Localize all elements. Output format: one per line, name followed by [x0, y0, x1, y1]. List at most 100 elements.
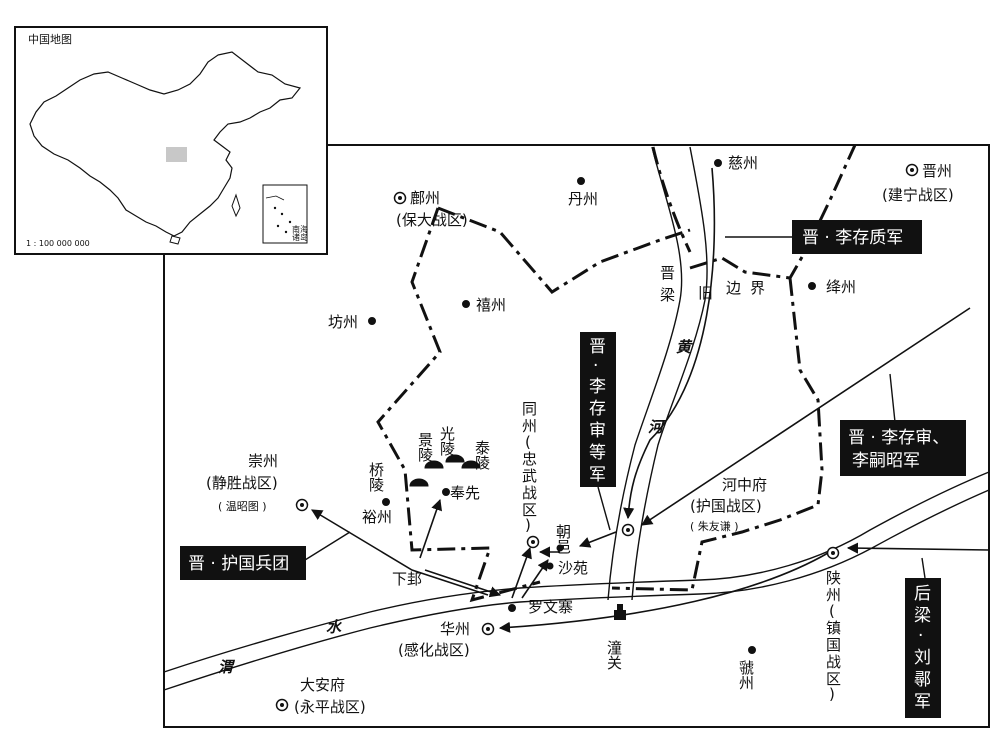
label-tongguan: 潼关 [605, 639, 623, 670]
svg-text:等: 等 [589, 443, 606, 463]
label-chongzhou: 崇州 [248, 452, 278, 470]
chongzhou-seat [295, 498, 309, 512]
tongzhou-seat [526, 535, 540, 549]
yuzhou-dot [382, 498, 390, 506]
box-liang-liuxun: 后 梁 · 刘 鄩 军 [905, 578, 941, 718]
jiangzhou-dot [808, 282, 816, 290]
svg-text:军: 军 [914, 692, 931, 712]
main-map-frame [163, 144, 990, 728]
label-huazhou: 华州 [440, 620, 470, 638]
svg-text:晋 · 李存审、: 晋 · 李存审、 [848, 428, 949, 448]
jingling-mound-icon [424, 460, 444, 469]
fengxian-dot [442, 488, 450, 496]
label-yellow-river-2: 河 [648, 418, 666, 436]
wei-river [163, 471, 990, 691]
label-shanzhou: 陕 州 ( 镇 国 战 区 ) [826, 569, 841, 703]
fangzhou-dot [368, 317, 376, 325]
markers [275, 159, 919, 712]
svg-text:同: 同 [522, 400, 537, 418]
tailing-mound-icon [461, 460, 481, 469]
svg-text:·: · [593, 356, 598, 376]
svg-text:区: 区 [522, 501, 537, 519]
cizhou-dot [714, 159, 722, 167]
label-border-1: 晋 [660, 264, 675, 282]
label-border-5: 界 [750, 279, 765, 297]
army-labels: 晋 · 李存质军 晋 · 李 存 审 等 军 晋 · 李存审、 李嗣昭军 晋 ·… [180, 220, 966, 718]
label-wei-river-2: 水 [326, 618, 342, 636]
svg-text:战: 战 [522, 484, 537, 502]
boundaries [376, 144, 857, 603]
chaoyi-dot [556, 544, 564, 552]
label-tailing: 泰陵 [473, 440, 491, 470]
feature-labels: 黄 河 渭 水 晋 梁 旧 边 界 [218, 264, 765, 676]
svg-text:镇: 镇 [826, 619, 841, 637]
label-danzhou: 丹州 [568, 190, 598, 208]
box-jin-huguo: 晋 · 护国兵团 [180, 546, 306, 580]
taiwan-outline [231, 193, 241, 218]
svg-text:晋 · 护国兵团: 晋 · 护国兵团 [188, 554, 289, 574]
svg-text:李嗣昭军: 李嗣昭军 [852, 451, 920, 471]
jinzhou-seat [905, 163, 919, 177]
label-qiaoling: 桥陵 [367, 462, 385, 492]
svg-text:): ) [525, 516, 531, 534]
south-sea-inset: 南海 诸岛 [262, 184, 308, 244]
label-yellow-river-1: 黄 [676, 338, 693, 356]
fuzhou-seat [393, 191, 407, 205]
guozhou-dot [748, 646, 756, 654]
arrow-xiagui-east [424, 569, 502, 598]
label-fengxian: 奉先 [450, 484, 480, 502]
label-daanfu-sub: (永平战区) [294, 698, 366, 716]
svg-text:战: 战 [826, 653, 841, 671]
label-wei-river-1: 渭 [218, 658, 236, 676]
arrow-sizhao-hezhong [641, 307, 971, 526]
arrow-shanzhou-huazhou [498, 552, 829, 633]
label-border-2: 梁 [660, 286, 675, 304]
svg-text:(: ( [525, 433, 531, 451]
label-jiangzhou: 绛州 [826, 278, 856, 296]
inset-title: 中国地图 [28, 33, 72, 46]
china-outline [29, 51, 302, 237]
arrow-hezhong-chaoyi [578, 531, 617, 548]
label-shayuan: 沙苑 [558, 559, 588, 577]
label-chongzhou-sub2: ( 温昭图 ) [218, 500, 267, 513]
svg-text:晋 · 李存质军: 晋 · 李存质军 [802, 228, 903, 248]
label-jinzhou-sub: (建宁战区) [882, 186, 954, 204]
label-hezhongfu: 河中府 [722, 476, 767, 494]
svg-text:陕: 陕 [826, 569, 841, 587]
arrow-luowen-shayuan [521, 559, 549, 599]
svg-text:(: ( [829, 602, 835, 620]
label-jinzhou: 晋州 [922, 162, 952, 180]
label-fuzhou: 鄜州 [410, 189, 440, 207]
svg-text:李: 李 [589, 377, 606, 397]
svg-text:鄩: 鄩 [914, 670, 931, 690]
arrow-to-fengxian [419, 498, 443, 559]
box-jin-cunshen: 晋 · 李 存 审 等 军 [580, 332, 616, 487]
svg-text:审: 审 [589, 421, 606, 441]
hainan-outline [169, 235, 181, 245]
label-luowenzhai: 罗文寨 [528, 598, 573, 616]
xizhou-dot [462, 300, 470, 308]
svg-text:刘: 刘 [914, 648, 931, 668]
tongguan-pass-icon [614, 604, 626, 620]
label-fuzhou-sub: (保大战区) [396, 211, 468, 229]
place-labels: 慈州 晋州 (建宁战区) 鄜州 (保大战区) 丹州 绛州 坊州 禧州 光陵 景陵… [206, 154, 954, 716]
label-chongzhou-sub: (静胜战区) [206, 474, 278, 492]
label-tongzhou: 同 州 ( 忠 武 战 区 ) [522, 400, 537, 534]
danzhou-dot [577, 177, 585, 185]
arrow-luowen-tongzhou [511, 546, 532, 599]
huazhou-seat [481, 622, 495, 636]
label-xizhou: 禧州 [476, 296, 506, 314]
inset-highlight [166, 147, 187, 162]
label-border-3: 旧 [698, 284, 713, 302]
label-daanfu: 大安府 [300, 676, 345, 694]
svg-text:·: · [918, 626, 923, 646]
label-border-4: 边 [726, 279, 741, 297]
hezhongfu-seat [621, 523, 635, 537]
label-jingling: 景陵 [416, 432, 434, 462]
label-fangzhou: 坊州 [328, 313, 358, 331]
svg-text:武: 武 [522, 467, 537, 485]
svg-text:晋: 晋 [589, 337, 606, 357]
svg-text:区: 区 [826, 670, 841, 688]
arrow-liujun-shanzhou [846, 542, 990, 554]
